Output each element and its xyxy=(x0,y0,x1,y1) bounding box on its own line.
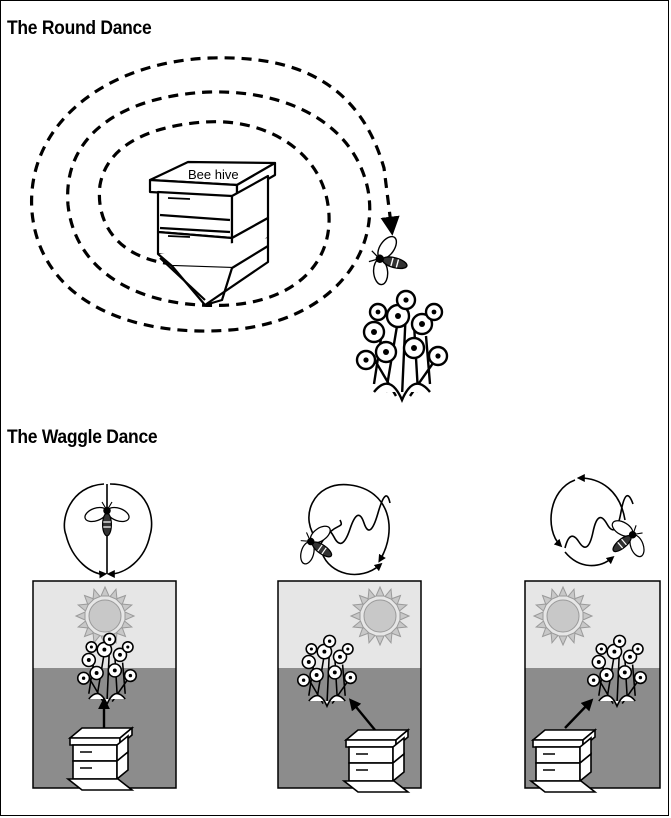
flower-icon xyxy=(357,291,447,400)
waggle-panel-3 xyxy=(525,581,660,792)
bee-icon xyxy=(598,511,655,569)
waggle-panel-2 xyxy=(278,581,421,792)
bee-icon xyxy=(83,502,131,536)
bee-hive-label: Bee hive xyxy=(188,167,239,182)
sun-icon xyxy=(534,587,592,645)
waggle-panel-1 xyxy=(33,581,176,790)
bee-icon xyxy=(363,230,413,292)
bee-hive-illustration xyxy=(150,162,275,305)
sun-icon xyxy=(351,587,409,645)
bee-icon xyxy=(290,517,345,576)
